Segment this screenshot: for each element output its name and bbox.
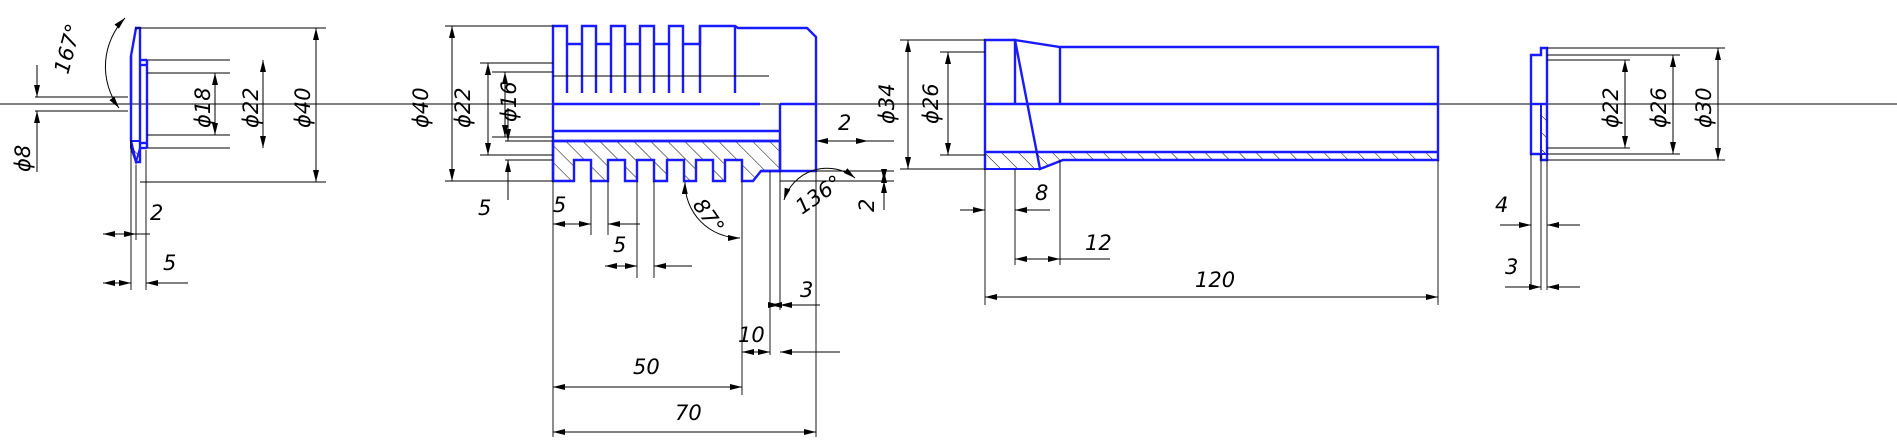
part3-diam-26: ϕ26	[919, 83, 943, 124]
part1-angle-label: 167°	[50, 21, 86, 76]
part2-angle-87: 87°	[688, 194, 729, 238]
part4-dim-3: 3	[1505, 255, 1518, 279]
part2-dim-5-mid: 5	[613, 233, 626, 257]
part-2-outline	[551, 24, 818, 181]
part2-dim-2-side: 2	[855, 199, 879, 212]
part1-diam-18: ϕ18	[191, 87, 215, 128]
part2-dim-5-top: 5	[553, 193, 566, 217]
part-1-cap: 167° ϕ8 ϕ18 ϕ22 ϕ40 2 5	[11, 17, 326, 290]
part2-dim-2-top: 2	[838, 111, 851, 135]
part1-dim-5: 5	[163, 251, 176, 275]
part3-dim-12: 12	[1085, 231, 1112, 255]
part-4-ring: ϕ22 ϕ26 ϕ30 4 3	[1495, 46, 1725, 290]
part1-diam-8: ϕ8	[11, 145, 35, 172]
part2-diam-40: ϕ40	[409, 87, 433, 128]
part1-diam-40: ϕ40	[291, 87, 315, 128]
part2-dim-10: 10	[738, 323, 765, 347]
part2-dim-70: 70	[675, 401, 702, 425]
part4-diam-26: ϕ26	[1647, 87, 1671, 128]
part2-dim-50: 50	[633, 355, 660, 379]
part2-dim-3: 3	[800, 278, 813, 302]
part2-dim-5-left: 5	[478, 196, 491, 220]
part4-diam-30: ϕ30	[1692, 87, 1716, 128]
part4-diam-22: ϕ22	[1599, 87, 1623, 128]
part-3-tube: ϕ34 ϕ26 8 12 120	[875, 38, 1440, 305]
part4-dim-4: 4	[1495, 193, 1508, 217]
part2-diam-16: ϕ16	[497, 81, 521, 122]
part3-diam-34: ϕ34	[875, 83, 899, 124]
part1-dim-2: 2	[150, 201, 163, 225]
part3-dim-120: 120	[1195, 268, 1235, 292]
part2-diam-22: ϕ22	[451, 87, 475, 128]
part1-diam-22: ϕ22	[239, 87, 263, 128]
part-2-body: ϕ40 ϕ22 ϕ16 5 5 5 87° 136° 2 2 3 10 50 7…	[409, 24, 894, 437]
part3-dim-8: 8	[1035, 181, 1048, 205]
